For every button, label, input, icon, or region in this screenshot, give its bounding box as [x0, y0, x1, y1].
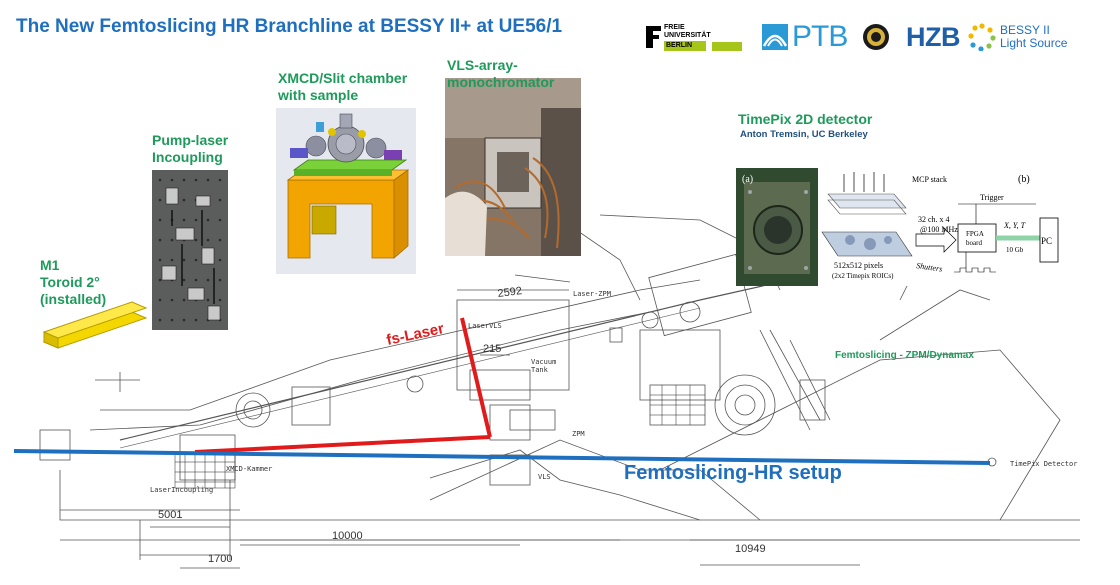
- hzb-logo: HZB: [906, 21, 961, 52]
- gb-label: 10 Gb: [1006, 246, 1024, 254]
- dim-5001: 5001: [158, 509, 182, 521]
- pump-line1: Pump-laser: [152, 132, 229, 148]
- m1-line3: (installed): [40, 291, 107, 307]
- fs-laser-vertical-beam: [460, 317, 492, 438]
- xmcd-line1: XMCD/Slit chamber: [278, 70, 408, 86]
- fpga-line2: board: [966, 239, 982, 247]
- shutters-label: Shutters: [916, 261, 943, 274]
- vls-line2: monochromator: [447, 74, 555, 90]
- bessy-dots-icon: [968, 23, 996, 51]
- logo-row: FREIE UNIVERSITÄT BERLIN PTB: [646, 16, 1116, 58]
- pump-line2: Incoupling: [152, 149, 223, 165]
- dim-2592: 2592: [497, 285, 523, 300]
- ptb-text: PTB: [792, 20, 848, 53]
- dim-1700: 1700: [208, 553, 232, 565]
- fpga-line1: FPGA: [966, 230, 984, 238]
- channels-label: 32 ch. x 4: [918, 215, 950, 224]
- cad-vls: VLS: [538, 473, 551, 481]
- vls-label: VLS-array- monochromator: [447, 57, 554, 91]
- vls-monochromator-photo: [445, 78, 581, 256]
- fs-laser-horizontal-beam: [194, 435, 491, 454]
- cad-vacuum-1: Vacuum: [531, 358, 556, 366]
- cad-laser-vls: LaserVLS: [468, 322, 502, 330]
- xyt-label: X, Y, T: [1003, 221, 1026, 230]
- slide-title: The New Femtoslicing HR Branchline at BE…: [16, 16, 563, 37]
- panel-b-label: (b): [1018, 174, 1030, 185]
- fu-line3: BERLIN: [666, 42, 693, 49]
- dim-215: 215: [483, 343, 501, 355]
- cad-vacuum-2: Tank: [531, 366, 549, 374]
- pump-laser-photo: [152, 170, 228, 330]
- m1-toroid-mirror: [42, 301, 148, 349]
- fu-line1: FREIE: [664, 24, 685, 31]
- pixels-label: 512x512 pixels: [834, 261, 883, 270]
- bessy-line1: BESSY II: [1000, 23, 1050, 37]
- m1-line1: M1: [40, 257, 60, 273]
- cad-laser-incoupling: LaserIncoupling: [150, 486, 213, 494]
- ptb-emblem-icon: [762, 24, 788, 50]
- vls-line1: VLS-array-: [447, 57, 518, 73]
- pc-label: PC: [1041, 236, 1052, 246]
- fu-line2: UNIVERSITÄT: [664, 32, 711, 39]
- xmcd-chamber-render: [276, 108, 416, 274]
- timepix-credit: Anton Tremsin, UC Berkeley: [740, 129, 868, 140]
- femtoslicing-hr-label: Femtoslicing-HR setup: [624, 462, 842, 484]
- m1-label: M1 Toroid 2° (installed): [40, 257, 106, 308]
- xray-beam-line: [13, 449, 991, 465]
- femtoslicing-zpm-label: Femtoslicing - ZPM/Dynamax: [835, 350, 974, 361]
- fu-berlin-logo: FREIE UNIVERSITÄT BERLIN: [646, 22, 752, 52]
- xmcd-line2: with sample: [278, 87, 359, 103]
- bessy-line2: Light Source: [1000, 36, 1068, 50]
- ptb-logo: PTB: [762, 20, 850, 53]
- cad-laser-zpm: Laser-ZPM: [573, 290, 611, 298]
- university-seal-icon: [862, 23, 890, 51]
- timepix-title: TimePix 2D detector: [738, 111, 873, 127]
- bessy-logo: BESSY II Light Source: [968, 22, 1068, 52]
- dim-10949: 10949: [735, 543, 766, 555]
- cad-timepix-detector: TimePix Detector: [1010, 460, 1077, 468]
- panel-a-label: (a): [742, 174, 753, 185]
- mcp-stack-label: MCP stack: [912, 175, 947, 184]
- pump-laser-label: Pump-laser Incoupling: [152, 132, 228, 166]
- cad-xmcd-kammer: XMCD-Kammer: [226, 465, 272, 473]
- xmcd-label: XMCD/Slit chamber with sample: [278, 70, 407, 104]
- trigger-label: Trigger: [980, 193, 1004, 202]
- timepix-detector-figure: (a) MCP stack 512x512 pixels (2x2 Timepi…: [736, 168, 1086, 286]
- m1-line2: Toroid 2°: [40, 274, 100, 290]
- cad-zpm: ZPM: [572, 430, 585, 438]
- dim-10000: 10000: [332, 530, 363, 542]
- freq-label: @100 MHz: [920, 225, 958, 234]
- rois-label: (2x2 Timepix ROICs): [832, 272, 894, 280]
